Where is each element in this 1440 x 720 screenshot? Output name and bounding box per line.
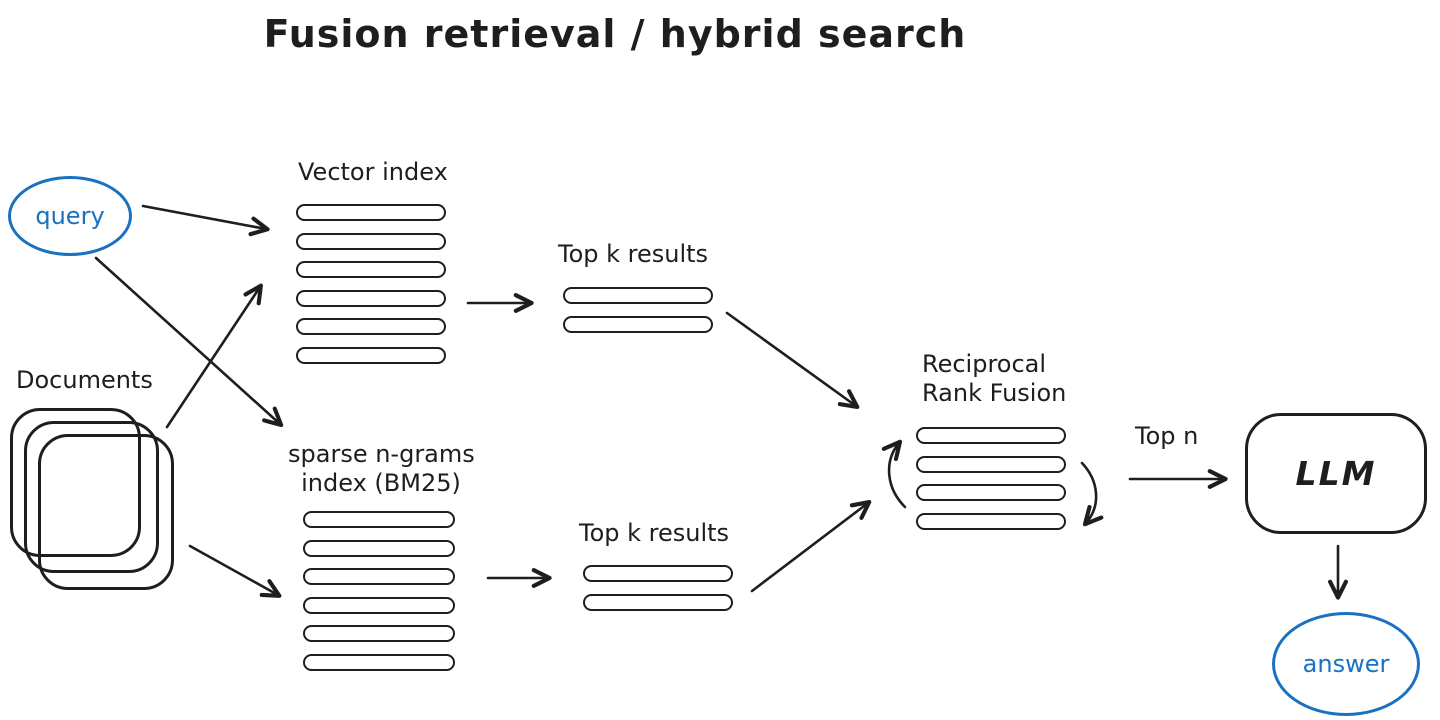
index-bar [296, 346, 446, 364]
vector-index-bars [296, 204, 446, 364]
index-bar [916, 512, 1066, 530]
arrow-documents-to-sparse-index [188, 544, 282, 598]
rrf-bars [916, 427, 1066, 530]
index-bar [296, 289, 446, 307]
document-sheet [10, 408, 141, 557]
topk-sparse-bars [583, 565, 733, 611]
index-bar [583, 593, 733, 611]
rrf-label-line2: Rank Fusion [922, 379, 1067, 407]
index-bar [583, 565, 733, 582]
sparse-index-label-line2: index (BM25) [301, 469, 461, 497]
document-sheet [38, 434, 174, 590]
query-node: query [8, 176, 132, 256]
arrow-topk-vector-to-rrf [725, 311, 860, 409]
index-bar [303, 539, 455, 557]
answer-label: answer [1302, 650, 1390, 678]
arrow-query-to-vector-index [141, 204, 270, 237]
vector-index-label: Vector index [298, 158, 448, 186]
topk-sparse-label: Top k results [579, 519, 730, 547]
index-bar [916, 455, 1066, 473]
index-bar [303, 625, 455, 642]
rrf-cycle-arrow-up-icon [881, 439, 907, 509]
index-bar [296, 261, 446, 278]
sparse-index-bars [303, 511, 455, 671]
top-n-edge-label: Top n [1135, 422, 1199, 450]
rrf-label: Reciprocal Rank Fusion [922, 350, 1066, 408]
topk-vector-bars [563, 287, 713, 333]
arrow-documents-to-vector-index [165, 283, 263, 429]
query-label: query [35, 202, 105, 230]
answer-node: answer [1272, 612, 1420, 716]
documents-label: Documents [16, 366, 153, 394]
document-sheet [24, 421, 159, 573]
page-title: Fusion retrieval / hybrid search [263, 12, 967, 56]
index-bar [296, 232, 446, 250]
rrf-cycle-arrow-down-icon [1080, 461, 1104, 527]
index-bar [303, 596, 455, 614]
topk-vector-label: Top k results [558, 240, 709, 268]
llm-node: LLM [1245, 413, 1427, 534]
index-bar [303, 568, 455, 585]
index-bar [563, 287, 713, 304]
llm-label: LLM [1295, 454, 1377, 493]
sparse-index-label-line1: sparse n-grams [288, 440, 475, 468]
arrow-topk-sparse-to-rrf [750, 499, 872, 593]
index-bar [916, 427, 1066, 444]
index-bar [296, 318, 446, 335]
rrf-label-line1: Reciprocal [922, 350, 1047, 378]
index-bar [916, 484, 1066, 501]
index-bar [563, 315, 713, 333]
index-bar [296, 204, 446, 221]
index-bar [303, 511, 455, 528]
arrow-query-to-sparse-index [94, 256, 284, 428]
sparse-index-label: sparse n-grams index (BM25) [288, 440, 475, 498]
index-bar [303, 653, 455, 671]
